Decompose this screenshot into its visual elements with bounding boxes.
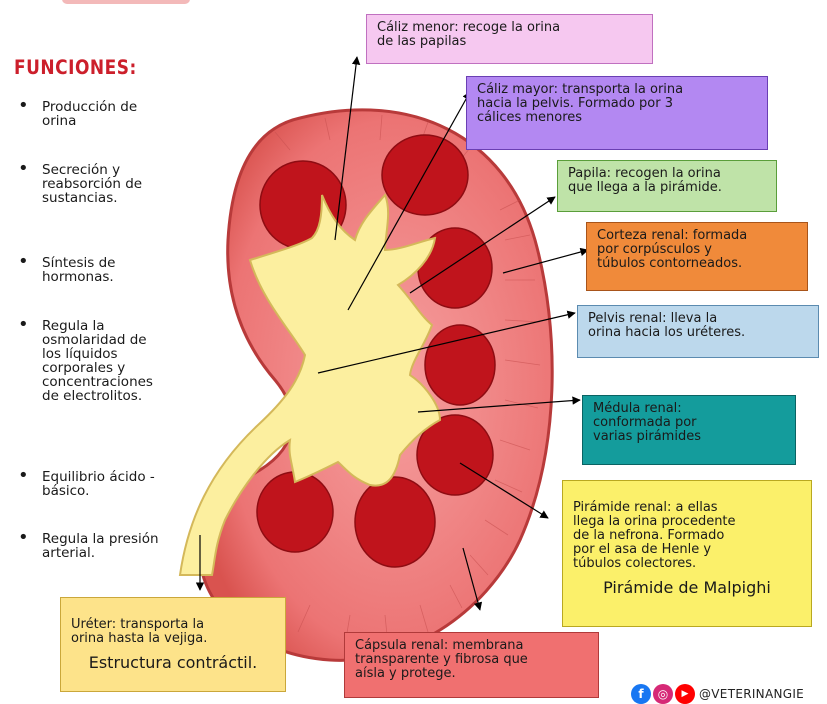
social-handle-text: @VETERINANGIE	[699, 687, 804, 701]
facebook-icon[interactable]: f	[631, 684, 651, 704]
social-handles: f ◎ ▶ @VETERINANGIE	[631, 684, 804, 704]
ureter-contractil-text: Estructura contráctil.	[71, 656, 275, 670]
ureter-text: Uréter: transporta la orina hasta la vej…	[71, 617, 207, 646]
label-pelvis-renal: Pelvis renal: lleva la orina hacia los u…	[577, 305, 819, 358]
label-papila: Papila: recogen la orina que llega a la …	[557, 160, 777, 212]
youtube-icon[interactable]: ▶	[675, 684, 695, 704]
label-corteza-renal: Corteza renal: formada por corpúsculos y…	[586, 222, 808, 291]
label-caliz-mayor: Cáliz mayor: transporta la orina hacia l…	[466, 76, 768, 150]
piramide-malpighi-text: Pirámide de Malpighi	[573, 581, 801, 595]
label-caliz-menor: Cáliz menor: recoge la orina de las papi…	[366, 14, 653, 64]
instagram-icon[interactable]: ◎	[653, 684, 673, 704]
label-capsula-renal: Cápsula renal: membrana transparente y f…	[344, 632, 599, 698]
label-ureter: Uréter: transporta la orina hasta la vej…	[60, 597, 286, 692]
label-piramide-renal: Pirámide renal: a ellas llega la orina p…	[562, 480, 812, 627]
label-medula-renal: Médula renal: conformada por varias pirá…	[582, 395, 796, 465]
piramide-renal-text: Pirámide renal: a ellas llega la orina p…	[573, 500, 736, 571]
